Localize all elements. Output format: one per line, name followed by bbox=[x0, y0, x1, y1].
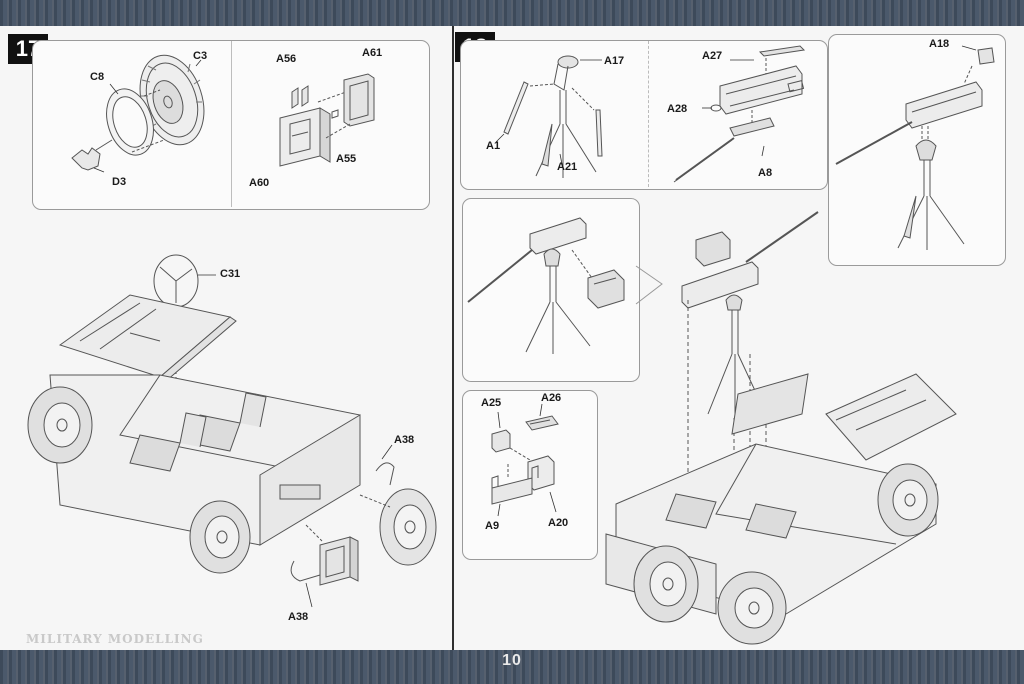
label-a18: A18 bbox=[929, 38, 950, 50]
assembled-gun-with-ammo-drawing bbox=[468, 206, 632, 366]
label-a38-bottom: A38 bbox=[288, 611, 309, 623]
bottom-color-band bbox=[0, 650, 1024, 684]
label-a28: A28 bbox=[667, 103, 688, 115]
label-a60: A60 bbox=[249, 177, 270, 189]
label-c31: C31 bbox=[220, 268, 241, 280]
tripod-drawing bbox=[490, 52, 620, 180]
step-17-panel-divider bbox=[231, 41, 232, 207]
top-color-band bbox=[0, 0, 1024, 26]
label-a1: A1 bbox=[486, 140, 501, 152]
step-18-panel-divider bbox=[648, 41, 650, 187]
page-number: 10 bbox=[502, 652, 522, 669]
label-d3: D3 bbox=[112, 176, 127, 188]
label-a56: A56 bbox=[276, 53, 297, 65]
label-a55: A55 bbox=[336, 153, 357, 165]
jeep-rear-assembly-drawing bbox=[20, 245, 440, 635]
label-a25: A25 bbox=[481, 397, 502, 409]
label-a26: A26 bbox=[541, 392, 562, 404]
step-18-tripod-panel bbox=[460, 40, 828, 190]
label-c8: C8 bbox=[90, 71, 105, 83]
label-a27: A27 bbox=[702, 50, 723, 62]
label-a17: A17 bbox=[604, 55, 625, 67]
jeep-gun-mount-assembly-drawing bbox=[596, 204, 952, 644]
label-a9: A9 bbox=[485, 520, 500, 532]
ammo-box-assembly-drawing bbox=[478, 404, 588, 524]
callout-pointer bbox=[636, 262, 666, 312]
label-a20: A20 bbox=[548, 517, 569, 529]
wheel-tire-drawing bbox=[60, 50, 220, 190]
label-a61: A61 bbox=[362, 47, 383, 59]
jerry-can-bracket-drawing bbox=[270, 60, 390, 180]
watermark-text: MILITARY MODELLING bbox=[26, 632, 204, 646]
label-a21: A21 bbox=[557, 161, 578, 173]
step-divider bbox=[452, 26, 454, 650]
label-c3: C3 bbox=[193, 50, 208, 62]
label-a8: A8 bbox=[758, 167, 773, 179]
gun-on-tripod-drawing bbox=[836, 46, 1000, 256]
label-a38-right: A38 bbox=[394, 434, 415, 446]
machine-gun-drawing bbox=[670, 46, 820, 186]
